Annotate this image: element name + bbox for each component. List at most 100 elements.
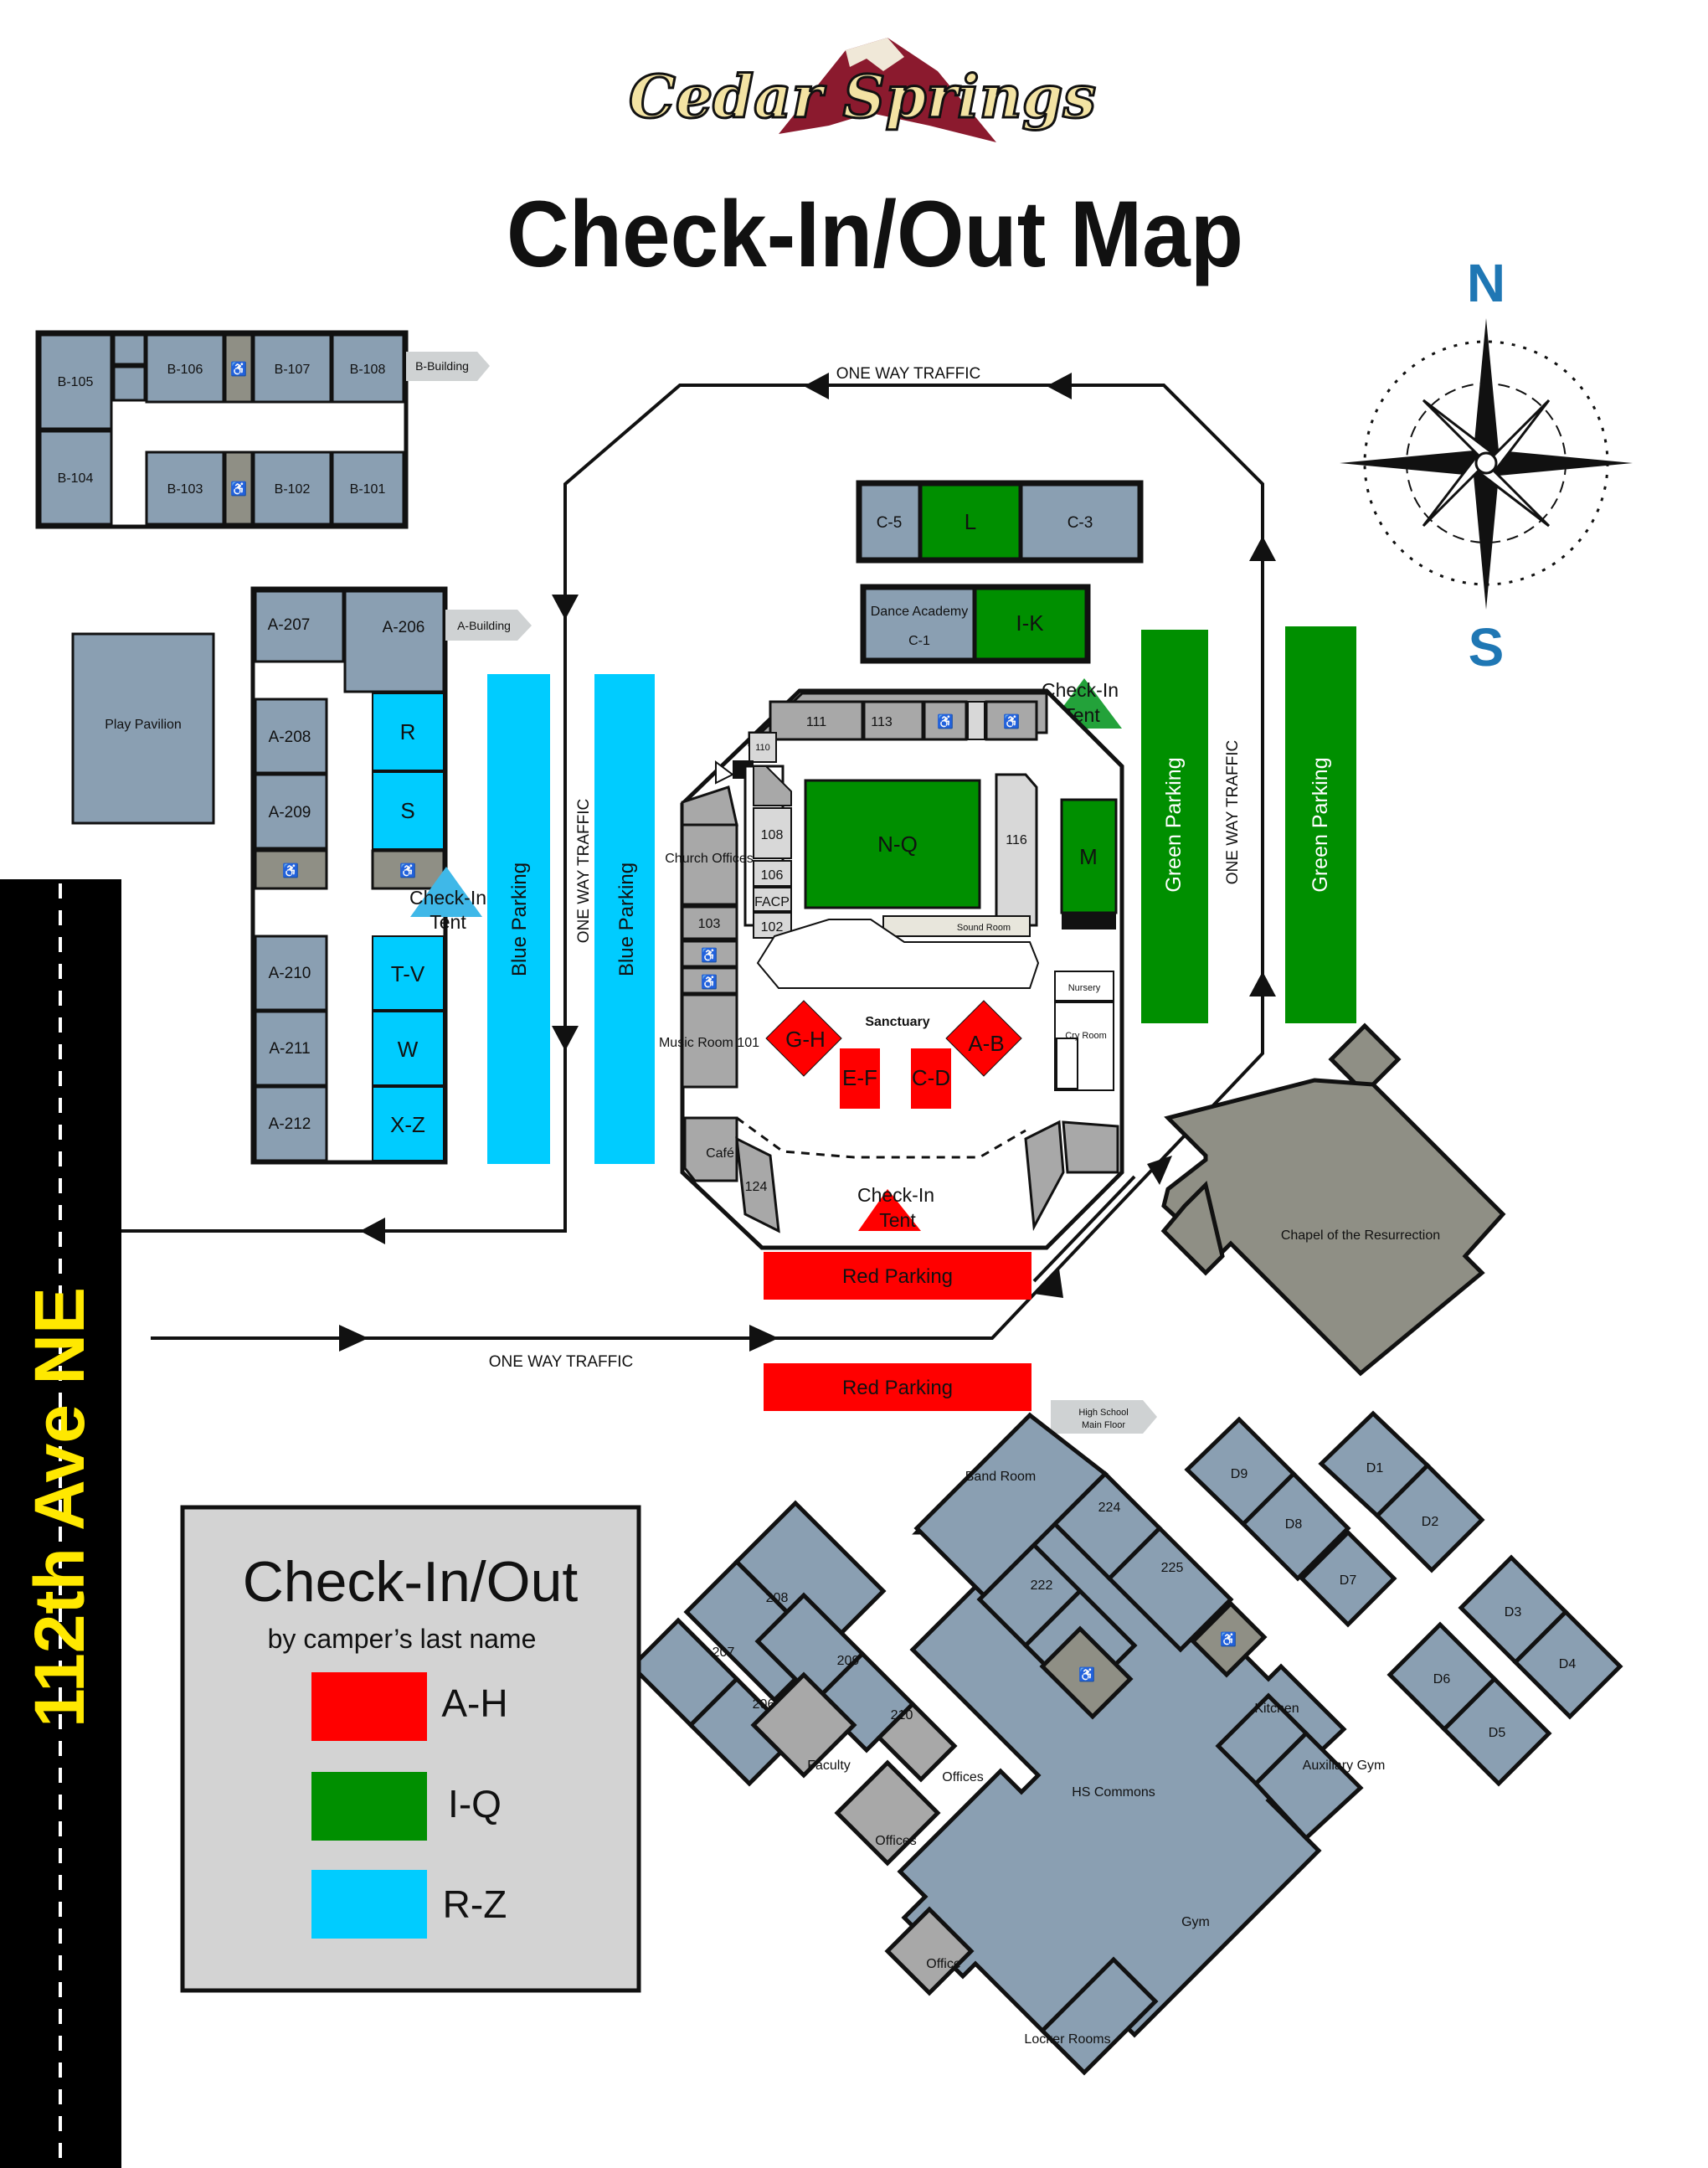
zone-m	[1060, 798, 1118, 914]
room-label: 222	[1031, 1578, 1053, 1593]
zone-label: L	[965, 509, 976, 534]
arrow-left-icon	[360, 1218, 385, 1244]
room-label: 110	[755, 743, 770, 753]
d-buildings	[1184, 1410, 1623, 1787]
room-facp	[753, 887, 792, 912]
room-a-209	[254, 773, 328, 850]
room-label: D1	[1366, 1461, 1384, 1475]
restroom	[681, 966, 738, 995]
zone-label: R	[400, 719, 416, 744]
room-b-108	[331, 333, 405, 404]
room-b-103	[145, 451, 225, 526]
room-label: 208	[766, 1591, 789, 1605]
room-label: B-103	[167, 482, 203, 497]
room-a-212	[254, 1085, 328, 1162]
room-label: Band Room	[965, 1470, 1037, 1484]
zone-label: W	[398, 1037, 419, 1062]
room-label: Gym	[1181, 1915, 1210, 1929]
zone-a-b	[945, 1000, 1022, 1077]
logo-text: Cedar Springs	[629, 62, 1096, 131]
room-label: 103	[698, 917, 721, 931]
room-label: Music Room 101	[659, 1036, 759, 1050]
faculty	[750, 1671, 857, 1779]
arrow-ne-icon	[1034, 1269, 1063, 1298]
legend-swatch-blue	[311, 1870, 427, 1939]
nursery	[1054, 971, 1114, 1002]
tag-label: Main Floor	[1082, 1420, 1125, 1430]
main-building	[680, 688, 1124, 1250]
restroom	[1190, 1600, 1268, 1678]
restroom-icon: ♿	[230, 361, 247, 377]
arrow-left-icon	[1047, 373, 1072, 399]
restroom-icon: ♿	[399, 863, 416, 878]
tent-label: Check-In	[857, 1184, 934, 1206]
zone-label: I-K	[1016, 610, 1044, 636]
chapel-label: Chapel of the Resurrection	[1281, 1228, 1440, 1243]
chapel	[1160, 1022, 1506, 1377]
tag-label: A-Building	[457, 619, 511, 632]
room-label: 108	[761, 828, 784, 842]
zone-t-v	[372, 935, 445, 1011]
c-building: C-5 L C-3	[856, 480, 1144, 564]
room-label: A-212	[269, 1115, 311, 1133]
b-building-tag: B-Building	[406, 352, 490, 381]
room-a-207	[254, 590, 345, 663]
zone-label: X-Z	[390, 1112, 425, 1137]
blue-parking-2	[594, 674, 655, 1164]
music-room-101	[681, 993, 738, 1089]
mountain-snow-icon	[846, 38, 904, 71]
arrow-down-icon	[552, 595, 579, 620]
room-b-104	[39, 430, 113, 526]
room-b-105	[39, 333, 113, 430]
room-b-101	[331, 451, 405, 526]
zone-label: C-D	[912, 1065, 950, 1090]
tag-label: High School	[1078, 1408, 1128, 1418]
room-label: D4	[1559, 1657, 1577, 1671]
room-label: D3	[1505, 1605, 1522, 1620]
zone-n-q	[804, 779, 981, 909]
zone-s	[372, 771, 445, 850]
play-pavilion	[71, 632, 215, 825]
room-label: D5	[1489, 1726, 1506, 1740]
restroom	[254, 849, 328, 890]
tent-label: Tent	[879, 1209, 916, 1231]
red-parking-1	[764, 1252, 1031, 1300]
room-label: 106	[761, 868, 784, 883]
zone-i-k	[974, 587, 1088, 661]
zone-label: E-F	[842, 1065, 877, 1090]
dance-academy: Dance Academy C-1 I-K	[860, 584, 1091, 664]
room-label: B-107	[275, 363, 311, 377]
traffic-routes	[121, 384, 1264, 1340]
room-108	[753, 807, 792, 859]
zone-c-d	[911, 1048, 951, 1109]
room-c-3	[1020, 483, 1140, 560]
legend-item-label: R-Z	[443, 1882, 507, 1926]
tent-label: Check-In	[409, 887, 486, 909]
zone-r	[372, 693, 445, 771]
parking-label: Blue Parking	[615, 863, 638, 976]
arrow-up-icon	[1249, 536, 1276, 561]
room-110	[749, 732, 777, 763]
compass-north: N	[1467, 253, 1505, 313]
office	[884, 1906, 975, 1996]
green-parking-2	[1285, 626, 1356, 1023]
zone-l	[919, 483, 1021, 560]
room-a-206	[343, 590, 445, 693]
room-b-106	[145, 333, 225, 404]
room-label: B-102	[275, 482, 311, 497]
room-label: HS Commons	[1072, 1785, 1155, 1800]
room-label: 210	[891, 1708, 913, 1723]
zone-label: A-B	[968, 1031, 1004, 1056]
room-label: C-1	[908, 634, 930, 648]
room-label: D2	[1422, 1515, 1439, 1529]
room-label: FACP	[754, 895, 790, 909]
room-a-210	[254, 935, 328, 1012]
room-label: 124	[745, 1180, 768, 1194]
restroom	[985, 700, 1038, 741]
room-label: A-206	[383, 619, 425, 636]
room-label: B-101	[350, 482, 386, 497]
room-label: B-104	[58, 471, 94, 486]
offices	[834, 1759, 941, 1867]
green-parking-1	[1141, 630, 1208, 1023]
